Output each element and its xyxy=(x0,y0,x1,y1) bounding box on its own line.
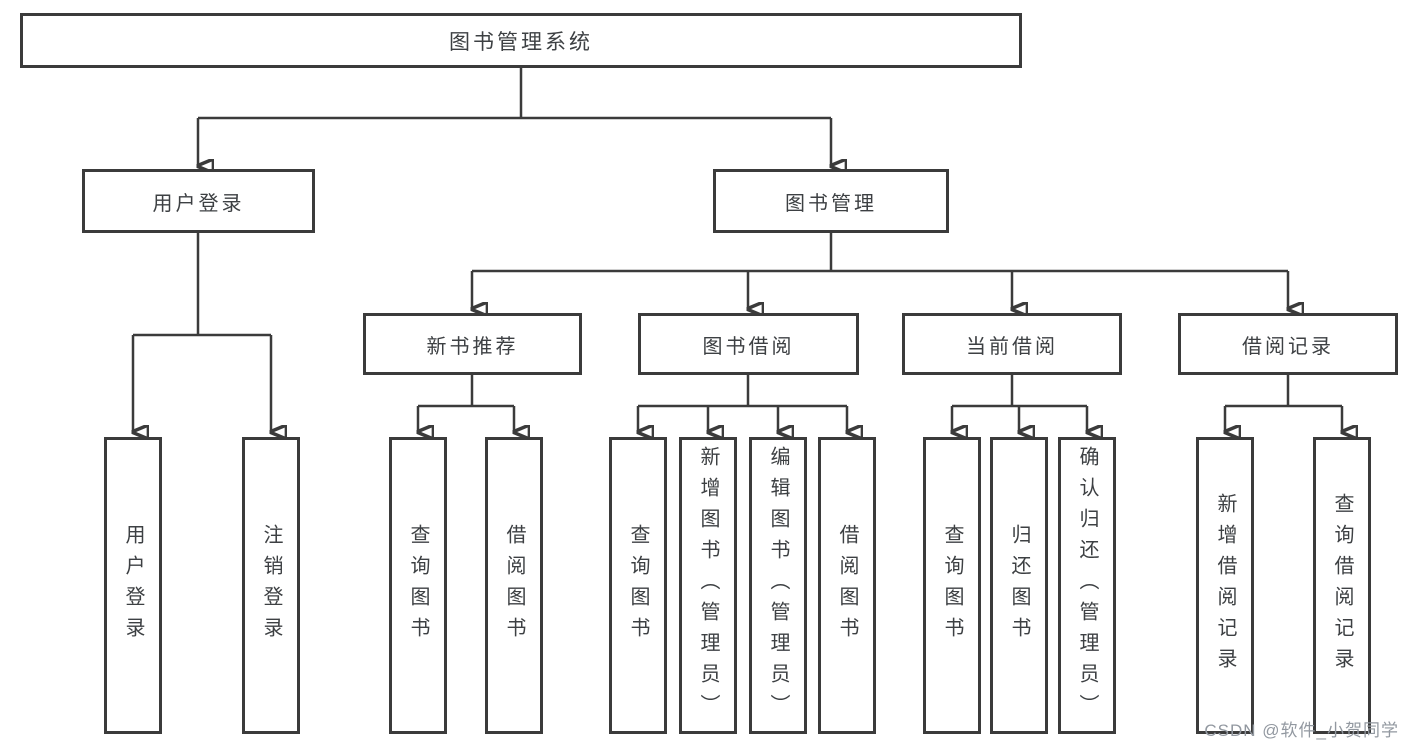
leaf-confirm-return-admin: 确认归还（管理员） xyxy=(1058,437,1116,734)
leaf-query-borrow-record: 查询借阅记录 xyxy=(1313,437,1371,734)
leaf-add-borrow-record-label: 新增借阅记录 xyxy=(1214,492,1236,679)
leaf-add-books-admin-label: 新增图书（管理员） xyxy=(697,446,719,725)
node-book-management: 图书管理 xyxy=(713,169,949,233)
leaf-user-login-label: 用户登录 xyxy=(122,523,144,648)
branch-rails xyxy=(133,66,1342,408)
leaf-add-books-admin: 新增图书（管理员） xyxy=(679,437,737,734)
node-current-borrow: 当前借阅 xyxy=(902,313,1122,375)
node-user-login: 用户登录 xyxy=(82,169,315,233)
node-book-borrow: 图书借阅 xyxy=(638,313,859,375)
leaf-query-books-borrow-label: 查询图书 xyxy=(627,523,649,648)
leaf-edit-books-admin-label: 编辑图书（管理员） xyxy=(767,446,789,725)
node-root-system: 图书管理系统 xyxy=(20,13,1022,68)
leaf-query-borrow-record-label: 查询借阅记录 xyxy=(1331,492,1353,679)
leaf-add-borrow-record: 新增借阅记录 xyxy=(1196,437,1254,734)
leaf-query-books-borrow: 查询图书 xyxy=(609,437,667,734)
leaf-query-books-recommend-label: 查询图书 xyxy=(407,523,429,648)
leaf-edit-books-admin: 编辑图书（管理员） xyxy=(749,437,807,734)
leaf-borrow-books-recommend: 借阅图书 xyxy=(485,437,543,734)
leaf-confirm-return-admin-label: 确认归还（管理员） xyxy=(1076,446,1098,725)
leaf-user-login: 用户登录 xyxy=(104,437,162,734)
leaf-borrow-books: 借阅图书 xyxy=(818,437,876,734)
leaf-query-books-current-label: 查询图书 xyxy=(941,523,963,648)
leaf-borrow-books-recommend-label: 借阅图书 xyxy=(503,523,525,648)
node-new-book-recommend: 新书推荐 xyxy=(363,313,582,375)
leaf-query-books-recommend: 查询图书 xyxy=(389,437,447,734)
leaf-return-books-label: 归还图书 xyxy=(1008,523,1030,648)
leaf-logout: 注销登录 xyxy=(242,437,300,734)
leaf-return-books: 归还图书 xyxy=(990,437,1048,734)
leaf-logout-label: 注销登录 xyxy=(260,523,282,648)
leaf-borrow-books-label: 借阅图书 xyxy=(836,523,858,648)
leaf-query-books-current: 查询图书 xyxy=(923,437,981,734)
watermark: CSDN @软件_小贺同学 xyxy=(1204,721,1399,740)
node-borrow-records: 借阅记录 xyxy=(1178,313,1398,375)
